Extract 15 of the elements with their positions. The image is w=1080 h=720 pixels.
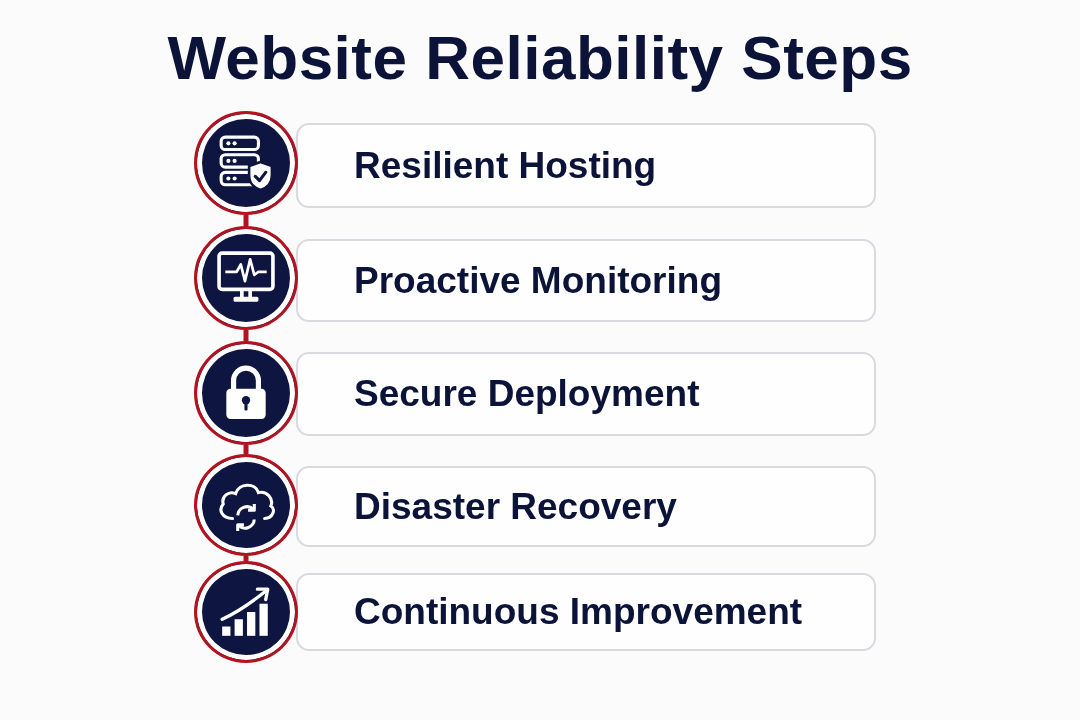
connector-line bbox=[243, 445, 249, 454]
step-label: Continuous Improvement bbox=[354, 591, 803, 633]
connector-line bbox=[243, 556, 249, 561]
title: Website Reliability Steps bbox=[167, 23, 913, 92]
step-label: Secure Deployment bbox=[354, 373, 700, 415]
connector-line bbox=[243, 215, 249, 226]
step-box bbox=[296, 239, 876, 322]
step-box bbox=[296, 466, 876, 547]
step-box bbox=[296, 123, 876, 208]
step-label: Proactive Monitoring bbox=[354, 259, 722, 302]
step-label: Resilient Hosting bbox=[354, 144, 657, 187]
step-label: Disaster Recovery bbox=[354, 485, 677, 528]
step-box bbox=[296, 352, 876, 436]
step-box bbox=[296, 573, 876, 651]
connector-line bbox=[243, 330, 249, 341]
